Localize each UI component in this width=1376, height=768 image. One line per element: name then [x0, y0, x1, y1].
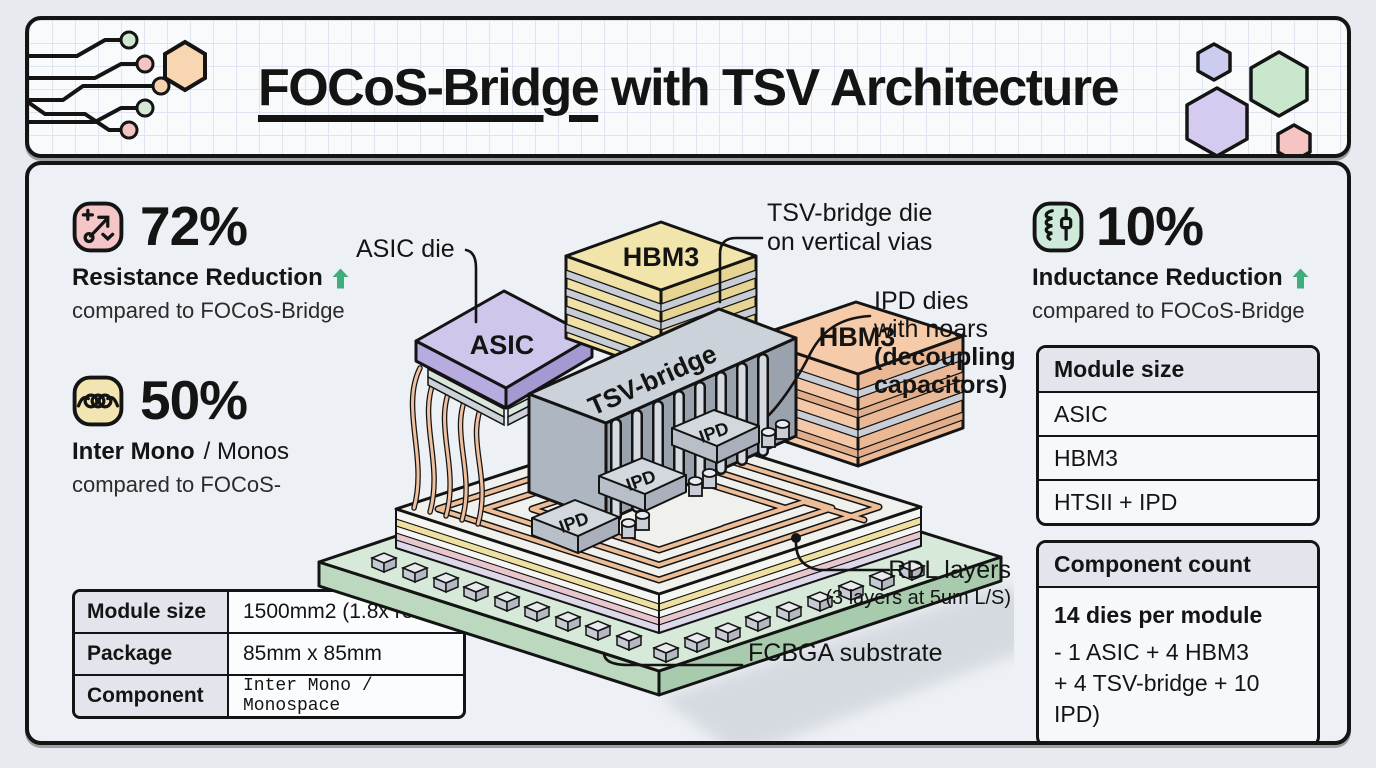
component-count-table: Component count 14 dies per module - 1 A… — [1036, 540, 1320, 741]
ipd-die-1: IPD — [531, 499, 651, 554]
stat-loss-label-rest: / Monos — [203, 438, 290, 465]
module-size-table: Module size ASIC HBM3 HTSII + IPD — [1036, 345, 1320, 526]
component-count-body: 14 dies per module - 1 ASIC + 4 HBM3 + 4… — [1039, 588, 1317, 741]
stat-inductance: 10% Inductance Reduction compared to FOC… — [1032, 199, 1309, 324]
stat-inductance-label: Inductance Reduction — [1032, 264, 1283, 291]
spec-row-label: Component — [75, 676, 229, 716]
main-panel: 72% Resistance Reduction compared to FOC… — [25, 161, 1351, 745]
callout-tsv-bridge: TSV-bridge die on vertical vias — [767, 199, 933, 256]
stat-resistance-label: Resistance Reduction — [72, 264, 323, 291]
stat-loss-label-bold: Inter Mono — [72, 438, 195, 465]
stat-loss: 50% Inter Mono / Monos compared to FOCoS… — [72, 373, 289, 498]
table-row: HTSII + IPD — [1054, 488, 1178, 515]
up-arrow-icon — [1292, 268, 1309, 288]
stat-resistance-value: 72% — [140, 195, 248, 257]
circuit-traces-decoration — [29, 30, 207, 140]
callout-rdl-layers: RDL layers (3 layers at 5um L/S) — [825, 556, 1011, 609]
component-count-detail: - 1 ASIC + 4 HBM3 — [1054, 639, 1249, 665]
table-row: HBM3 — [1039, 437, 1317, 481]
stat-loss-note: compared to FOCoS- — [72, 472, 282, 497]
package-isometric-diagram: ASIC HBM3 — [317, 220, 1014, 741]
component-count-total: 14 dies per module — [1054, 602, 1263, 628]
page-title: FOCoS-Bridge with TSV Architecture — [29, 58, 1347, 118]
spec-row-label: Package — [75, 634, 229, 674]
up-arrow-icon — [332, 268, 349, 288]
header-panel: FOCoS-Bridge with TSV Architecture — [25, 16, 1351, 158]
title-underlined-part: FOCoS-Bridge — [257, 59, 600, 117]
rdl-board — [394, 422, 923, 634]
title-rest-part: with TSV Architecture — [598, 59, 1119, 117]
callout-ipd-dies: IPD dies with noars (decoupling capacito… — [874, 287, 1016, 399]
spec-row-label: Module size — [75, 592, 229, 632]
board-shadow — [661, 584, 1014, 741]
ipd-die-2: IPD — [598, 457, 718, 512]
ipd-die-3: IPD — [671, 409, 791, 464]
callout-asic-die: ASIC die — [356, 235, 455, 263]
callout-leader-lines — [464, 236, 891, 667]
table-row: ASIC — [1039, 393, 1317, 437]
hexagon-decoration — [163, 39, 207, 93]
table-row: Package 85mm x 85mm — [75, 632, 463, 674]
stat-loss-value: 50% — [140, 369, 248, 431]
table-row: Component Inter Mono / Monospace — [75, 674, 463, 716]
component-count-detail: + 4 TSV-bridge + 10 IPD) — [1054, 670, 1260, 727]
trend-arrow-icon — [72, 201, 124, 252]
asic-die-label: ASIC — [470, 330, 535, 360]
stat-resistance: 72% Resistance Reduction compared to FOC… — [72, 199, 349, 324]
module-size-header: Module size — [1039, 348, 1317, 393]
stat-inductance-value: 10% — [1096, 195, 1204, 257]
spec-row-value: 85mm x 85mm — [243, 642, 382, 665]
hbm3-back-label: HBM3 — [623, 242, 700, 272]
coil-capacitor-icon — [1032, 201, 1084, 252]
bond-wires — [409, 365, 487, 527]
component-count-header: Component count — [1039, 543, 1317, 588]
callout-fcbga-substrate: FCBGA substrate — [748, 639, 943, 667]
stat-resistance-note: compared to FOCoS-Bridge — [72, 298, 345, 323]
spec-row-value: Inter Mono / Monospace — [243, 676, 373, 716]
hexagons-decoration — [1185, 42, 1312, 154]
inductor-coil-icon — [72, 375, 124, 426]
stat-inductance-note: compared to FOCoS-Bridge — [1032, 298, 1305, 323]
